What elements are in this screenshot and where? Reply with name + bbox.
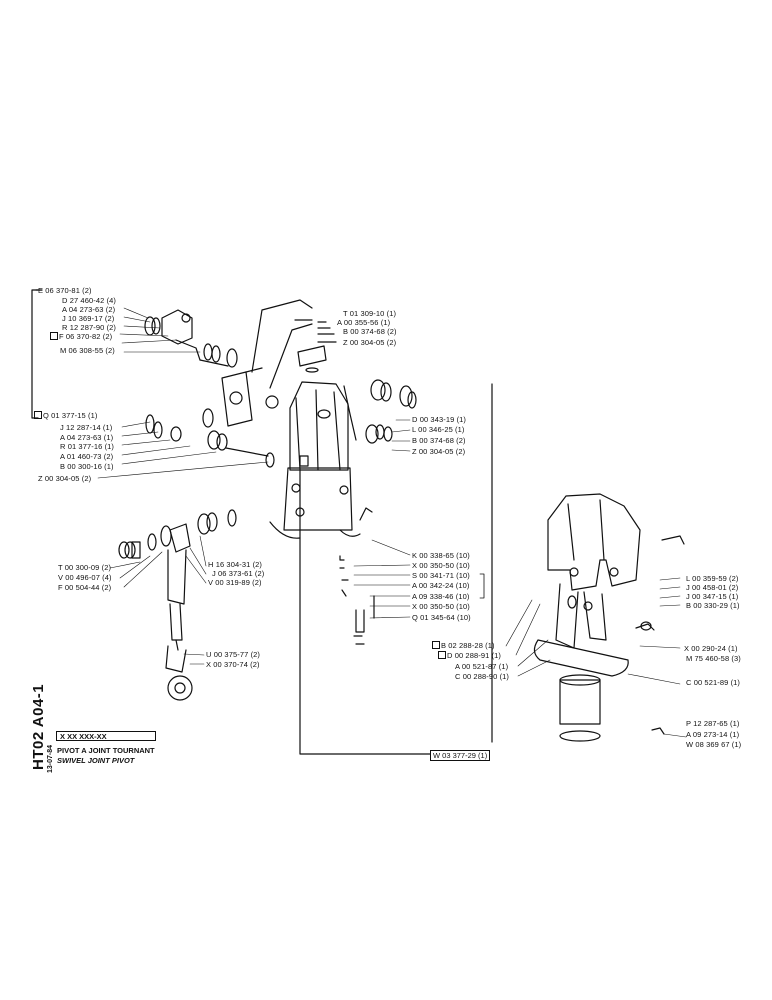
part-label: X 00 350-50 (10) (412, 561, 470, 570)
square-marker-icon (34, 411, 42, 419)
title-french: PIVOT A JOINT TOURNANT (57, 746, 155, 755)
part-label: E 06 370-81 (2) (38, 286, 92, 295)
square-marker-icon (432, 641, 440, 649)
part-label: X 00 350-50 (10) (412, 602, 470, 611)
part-label: J 06 373-61 (2) (212, 569, 265, 578)
part-label: Z 00 304-05 (2) (343, 338, 397, 347)
part-label: J 00 458-01 (2) (686, 583, 739, 592)
left-bracket-lines (31, 289, 43, 419)
part-label: X 00 290-24 (1) (684, 644, 738, 653)
central-bolts (339, 539, 485, 645)
drawing-date: 13-07-84 (47, 744, 54, 773)
part-label-boxed: Q 01 377-15 (1) (34, 411, 97, 420)
part-label: R 01 377-16 (1) (60, 442, 115, 451)
part-label: P 12 287-65 (1) (686, 719, 740, 728)
part-label: A 00 521-87 (1) (455, 662, 509, 671)
part-label: Q 01 345-64 (10) (412, 613, 471, 622)
part-label: B 00 374-68 (2) (412, 436, 466, 445)
part-label: F 00 504-44 (2) (58, 583, 112, 592)
pivot-arm (221, 299, 313, 427)
part-label: A 04 273-63 (2) (62, 305, 116, 314)
drawing-code: HT02 A04-1 (30, 683, 47, 770)
lower-left-coupling (109, 509, 237, 701)
part-label: Z 00 304-05 (2) (38, 474, 92, 483)
connector-lines (299, 383, 493, 755)
part-label: B 00 330-29 (1) (686, 601, 740, 610)
part-label: X 00 370-74 (2) (206, 660, 260, 669)
central-swivel-body (269, 381, 373, 539)
part-label: C 00 521-89 (1) (686, 678, 741, 687)
part-label-boxed: D 00 288-91 (1) (438, 651, 501, 660)
part-label: H 16 304-31 (2) (208, 560, 263, 569)
top-left-fittings (144, 309, 238, 368)
part-label: V 00 319-89 (2) (208, 578, 262, 587)
part-label: K 00 338-65 (10) (412, 551, 470, 560)
part-label: A 04 273-63 (1) (60, 433, 114, 442)
part-label: D 27 460-42 (4) (62, 296, 117, 305)
part-label: J 12 287-14 (1) (60, 423, 113, 432)
square-marker-icon (50, 332, 58, 340)
part-label: A 09 273-14 (1) (686, 730, 740, 739)
title-english: SWIVEL JOINT PIVOT (57, 756, 135, 765)
part-label: Z 00 304-05 (2) (412, 447, 466, 456)
part-label: A 01 460-73 (2) (60, 452, 114, 461)
part-label: A 00 355-56 (1) (337, 318, 391, 327)
part-label: W 08 369 67 (1) (686, 740, 742, 749)
part-label-boxed: B 02 288-28 (1) (432, 641, 495, 650)
part-label: A 00 342-24 (10) (412, 581, 470, 590)
part-label: L 00 359-59 (2) (686, 574, 739, 583)
part-label: S 00 341-71 (10) (412, 571, 470, 580)
part-label: T 01 309-10 (1) (343, 309, 397, 318)
part-label: L 00 346-25 (1) (412, 425, 465, 434)
top-cap (297, 321, 337, 373)
square-marker-icon (438, 651, 446, 659)
part-label: R 12 287-90 (2) (62, 323, 117, 332)
part-label: M 06 308-55 (2) (60, 346, 115, 355)
part-label: A 09 338-46 (10) (412, 592, 470, 601)
part-label: M 75 460-58 (3) (686, 654, 741, 663)
part-label: U 00 375-77 (2) (206, 650, 261, 659)
part-label: J 10 369-17 (2) (62, 314, 115, 323)
part-label-boxed: F 06 370-82 (2) (50, 332, 112, 341)
part-label: B 00 374-68 (2) (343, 327, 397, 336)
part-label: T 00 300-09 (2) (58, 563, 112, 572)
middle-right-fittings (365, 379, 417, 452)
reference-box: W 03 377-29 (1) (430, 750, 491, 761)
part-label: J 00 347-15 (1) (686, 592, 739, 601)
part-label: V 00 496-07 (4) (58, 573, 112, 582)
middle-left-fittings (97, 408, 275, 479)
leader-lines-top-left (119, 307, 201, 353)
part-label: B 00 300-16 (1) (60, 462, 114, 471)
right-assembly (505, 493, 687, 742)
part-label: C 00 288-90 (1) (455, 672, 510, 681)
part-label: D 00 343-19 (1) (412, 415, 467, 424)
reference-code-box: X XX XXX-XX (56, 731, 156, 741)
